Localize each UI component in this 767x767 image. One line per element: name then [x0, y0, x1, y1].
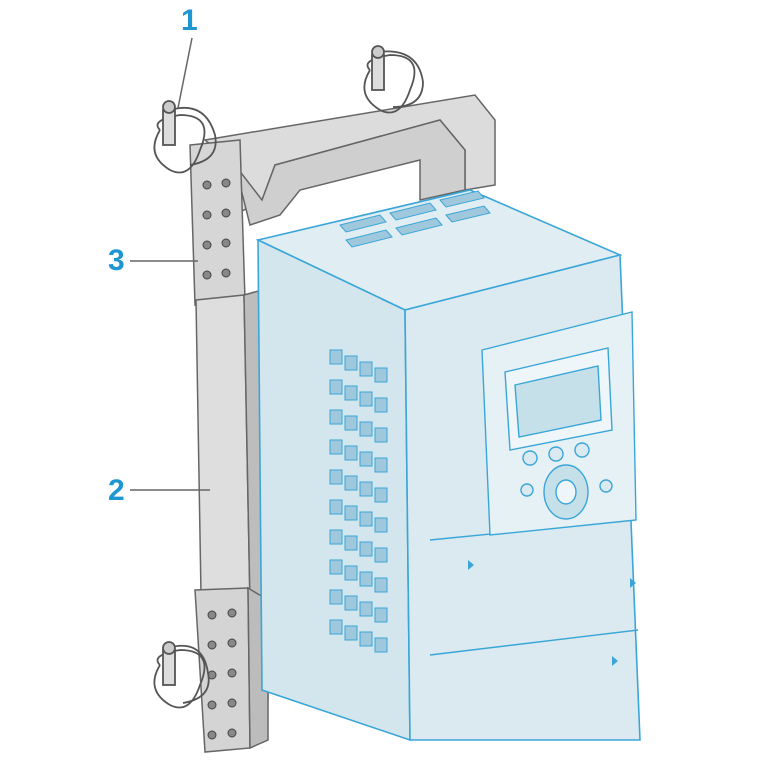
fixing-clamp-top-right [363, 45, 424, 114]
front-markings [468, 560, 636, 666]
callout-2: 2 [108, 474, 125, 507]
keypad-display [504, 347, 613, 520]
bracket-bolts-top [202, 178, 231, 280]
callout-3: 3 [108, 244, 125, 277]
fixing-clamp-bottom-left [153, 641, 210, 709]
fixing-clamp-top-left [153, 100, 217, 174]
side-vents [329, 349, 388, 653]
callout-1: 1 [181, 4, 198, 37]
callout-leaders [130, 37, 210, 491]
bracket-bolts-bottom [207, 608, 237, 740]
